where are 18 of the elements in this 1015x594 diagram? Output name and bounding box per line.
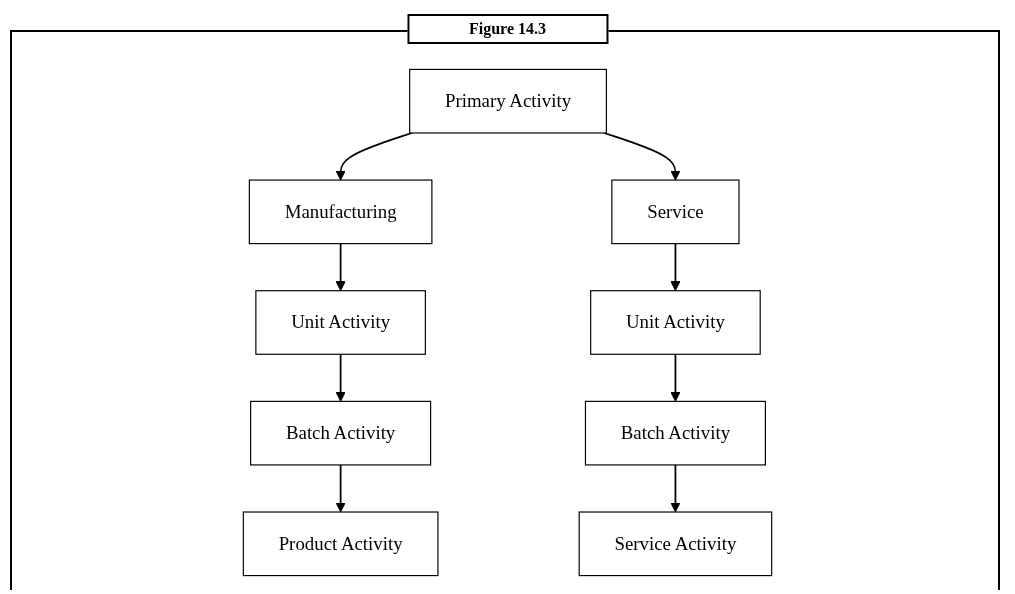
figure-title: Figure 14.3 xyxy=(407,14,608,44)
node-box: Product Activity xyxy=(242,511,439,577)
arrow xyxy=(335,242,346,292)
node-box: Manufacturing xyxy=(248,179,433,245)
node-box: Batch Activity xyxy=(250,400,432,466)
arrow xyxy=(670,353,681,402)
arrow xyxy=(335,132,413,181)
arrow xyxy=(670,242,681,292)
node-box: Unit Activity xyxy=(590,290,761,355)
node-box: Primary Activity xyxy=(409,68,607,134)
arrow xyxy=(670,464,681,513)
arrow xyxy=(603,132,681,181)
node-box: Service Activity xyxy=(578,511,773,577)
arrow xyxy=(335,464,346,513)
node-box: Service xyxy=(611,179,740,245)
arrow xyxy=(335,353,346,402)
node-box: Unit Activity xyxy=(255,290,426,355)
node-box: Batch Activity xyxy=(584,400,766,466)
